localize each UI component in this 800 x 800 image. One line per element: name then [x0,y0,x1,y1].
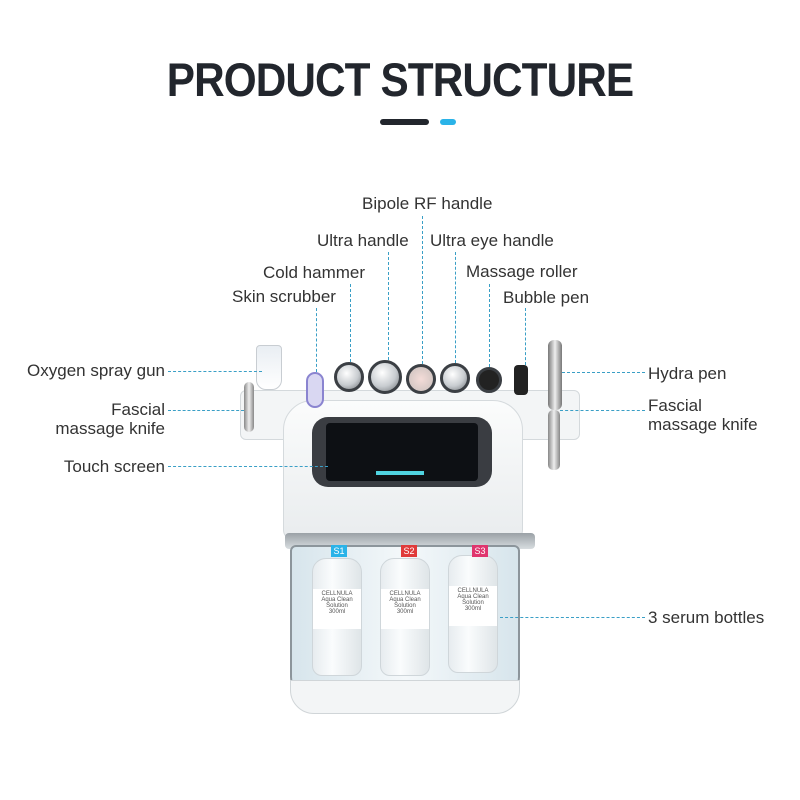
leader-oxygen [168,371,262,372]
label-massage-roller: Massage roller [466,262,578,281]
leader-bubble-pen [525,308,526,365]
cold-hammer [334,362,364,392]
label-ultra-eye-handle: Ultra eye handle [430,231,554,250]
ultra-handle [368,360,402,394]
machine-base [290,680,520,714]
bottle-product: Aqua Clean Solution [457,594,489,606]
bubble-pen [514,365,528,395]
slot-tag-s1: S1 [331,545,347,557]
leader-skin-scrubber [316,308,317,372]
label-fascial-left-line1: Fascial [111,400,165,419]
slot-tag-s2: S2 [401,545,417,557]
label-bubble-pen: Bubble pen [503,288,590,307]
fascial-knife-right [548,410,560,470]
touch-screen [312,417,492,487]
label-ultra-handle: Ultra handle [317,231,409,250]
bottle-volume: 300ml [464,606,482,612]
bottle-product: Aqua Clean Solution [321,597,353,609]
bipole-rf-handle [406,364,436,394]
leader-ultra-eye [455,252,456,363]
page-title: PRODUCT STRUCTURE [166,53,634,106]
skin-scrubber [306,372,324,408]
slot-tag-s3: S3 [472,545,488,557]
label-skin-scrubber: Skin scrubber [232,287,336,306]
massage-roller [476,367,502,393]
leader-hydra-pen [562,372,645,373]
bottle-brand: CELLNULA [389,591,421,597]
bottle-volume: 300ml [396,609,414,615]
label-fascial-right-line1: Fascial [648,396,702,415]
bottle-product: Aqua Clean Solution [389,597,421,609]
title-underline-blue [440,119,456,125]
bottle-brand: CELLNULA [321,591,353,597]
oxygen-spray-gun [256,345,282,390]
leader-touch-screen [168,466,328,467]
leader-massage-roller [489,284,490,367]
label-cold-hammer: Cold hammer [263,263,366,282]
bottle-brand: CELLNULA [457,588,489,594]
leader-fascial-left [168,410,244,411]
leader-fascial-right [560,410,645,411]
fascial-knife-left [244,382,254,432]
label-serum-bottles: 3 serum bottles [648,608,765,627]
label-touch-screen: Touch screen [63,457,165,476]
label-fascial-right-line2: massage knife [648,415,758,434]
label-bipole-rf-handle: Bipole RF handle [362,194,493,213]
label-oxygen-spray-gun: Oxygen spray gun [27,361,165,380]
leader-ultra [388,252,389,360]
leader-serum [500,617,645,618]
label-hydra-pen: Hydra pen [648,364,727,383]
hydra-pen [548,340,562,410]
bottle-volume: 300ml [328,609,346,615]
leader-bipole [422,216,423,364]
leader-cold-hammer [350,284,351,362]
label-fascial-left-line2: massage knife [55,419,165,438]
title-underline-dark [380,119,429,125]
ultra-eye-handle [440,363,470,393]
